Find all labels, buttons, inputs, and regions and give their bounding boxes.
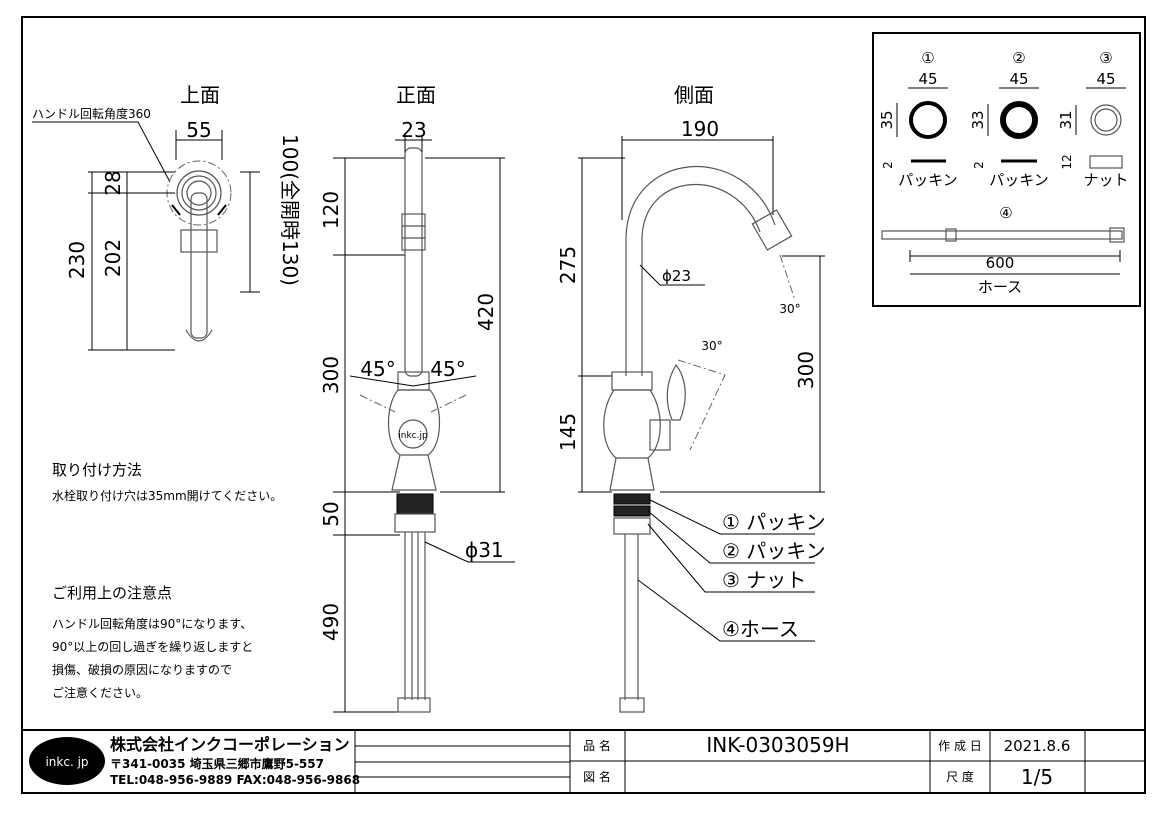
note-line: ご注意ください。 [52,685,148,700]
part3-height: 31 [1057,110,1075,129]
side-view: 190 30° ϕ23 275 145 300 30° [556,117,826,713]
company-logo: inkc. jp [45,755,88,769]
callout-1: ① パッキン [722,510,826,534]
dim-300-front: 300 [319,356,343,394]
callout-2: ② パッキン [722,539,826,563]
dim-230: 230 [65,241,89,279]
part2-thickness: 2 [972,161,986,169]
callout-4: ④ホース [722,617,799,641]
part3-num: ③ [1099,49,1112,67]
company-tel: TEL:048-956-9889 FAX:048-956-9868 [110,773,360,787]
part1-thickness: 2 [881,161,895,169]
dim-23: 23 [401,118,426,142]
sheet-border [21,16,1146,794]
part1-num: ① [921,49,934,67]
dim-275: 275 [556,246,580,284]
part4-name: ホース [978,278,1022,296]
scale-value: 1/5 [1021,765,1053,789]
part2-name: パッキン [989,171,1049,189]
install-text: 水栓取り付け穴は35mm開けてください。 [52,488,282,503]
dim-145: 145 [556,413,580,451]
dim-open: 100(全開時130) [278,134,302,286]
dim-55: 55 [186,118,211,142]
label-product: 品 名 [583,738,611,753]
angle-right: 45° [430,357,465,381]
part1-height: 35 [878,110,896,129]
side-view-title: 側面 [674,83,714,107]
part3-width: 45 [1096,70,1115,88]
dim-190: 190 [681,117,719,141]
note-line: ハンドル回転角度は90°になります、 [52,616,252,631]
part3-thickness: 12 [1060,154,1074,169]
dim-202: 202 [101,239,125,277]
label-scale: 尺 度 [946,769,974,784]
notes-heading: ご利用上の注意点 [52,584,172,602]
top-view: ハンドル回転角度360 55 28 202 230 100(全開時130) [32,106,302,351]
dim-490: 490 [319,603,343,641]
angle-left: 45° [360,357,395,381]
install-heading: 取り付け方法 [52,461,142,479]
product-code: INK-0303059H [706,733,849,757]
dim-50: 50 [319,501,343,526]
title-block: inkc. jp 株式会社インクコーポレーション 〒341-0035 埼玉県三郷… [22,729,1145,793]
parts-box: ① 45 35 2 パッキン ② 45 33 2 パッキン ③ 45 31 12… [872,32,1141,307]
front-view: 23 120 300 50 490 420 inkc.jp [319,118,515,713]
part3-name: ナット [1083,171,1128,189]
front-view-title: 正面 [396,83,436,107]
part1-name: パッキン [898,171,958,189]
part2-width: 45 [1009,70,1028,88]
company-name: 株式会社インクコーポレーション [110,735,350,754]
dim-420: 420 [474,293,498,331]
part4-length: 600 [986,254,1015,272]
angle-30-spout: 30° [779,302,800,316]
rotation-note: ハンドル回転角度360 [32,106,151,121]
dim-300-side: 300 [794,351,818,389]
date-value: 2021.8.6 [1004,737,1071,755]
top-view-title: 上面 [180,83,220,107]
note-line: 損傷、破損の原因になりますので [52,662,232,677]
label-date: 作 成 日 [938,739,982,753]
company-address: 〒341-0035 埼玉県三郷市鷹野5-557 [110,756,324,771]
dim-28: 28 [101,170,125,195]
label-drawing: 図 名 [583,769,611,784]
phi-23: ϕ23 [662,267,691,285]
part4-num: ④ [999,204,1012,222]
part2-num: ② [1012,49,1025,67]
part2-height: 33 [969,110,987,129]
callout-3: ③ ナット [722,568,806,592]
front-logo: inkc.jp [398,431,428,441]
angle-30-top: 30° [701,339,722,353]
phi-31: ϕ31 [465,538,504,562]
part1-width: 45 [918,70,937,88]
dim-120: 120 [319,191,343,229]
note-line: 90°以上の回し過ぎを繰り返しますと [52,640,253,654]
